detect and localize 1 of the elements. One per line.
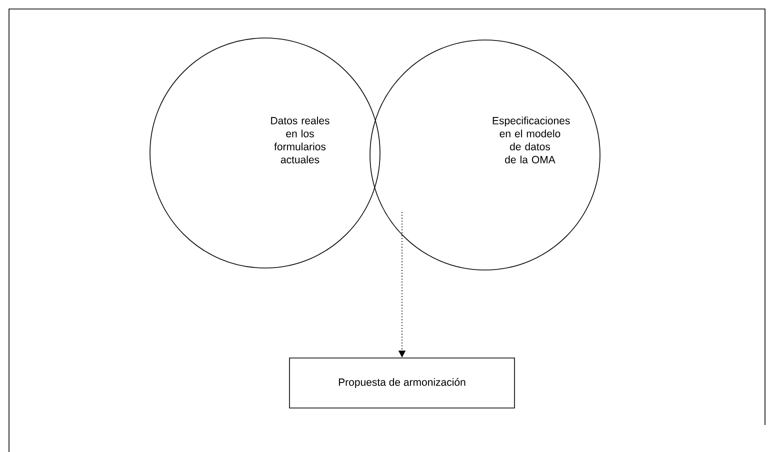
process-box: Propuesta de armonización [289,358,515,408]
